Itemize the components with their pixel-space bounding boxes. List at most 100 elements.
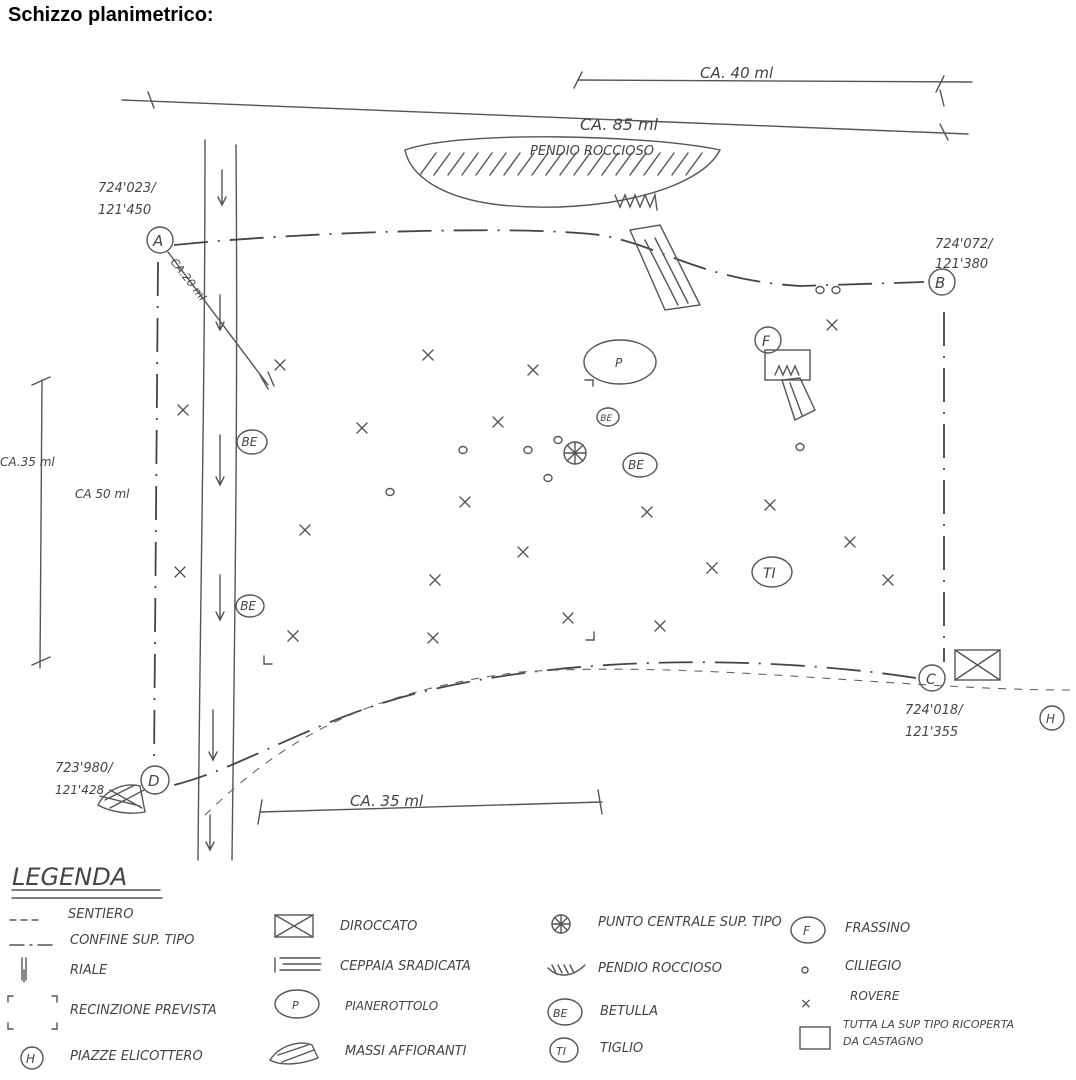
point-d: D 723'980/121'428 [55,761,170,797]
rovere-mark [459,496,471,508]
svg-text:723'980/: 723'980/ [55,761,114,776]
svg-text:CONFINE SUP. TIPO: CONFINE SUP. TIPO [70,933,194,948]
sentiero-path [199,668,1071,821]
svg-text:724'023/: 724'023/ [98,181,157,196]
hatch-line [489,152,507,176]
hatch-line [517,152,535,176]
riale-stream [197,139,238,861]
rovere-mark [844,536,856,548]
betulla-label: BE [600,414,612,424]
betulla-mark: BE [622,452,658,478]
svg-text:FRASSINO: FRASSINO [845,921,910,936]
svg-text:SENTIERO: SENTIERO [68,907,133,922]
hatch-line [615,152,633,176]
rovere-mark [427,632,439,644]
svg-text:D: D [148,772,160,790]
svg-text:F: F [803,924,811,938]
svg-text:PUNTO CENTRALE SUP. TIPO: PUNTO CENTRALE SUP. TIPO [598,915,782,930]
rovere-mark [654,620,666,632]
betulla-label: BE [240,599,256,613]
betulla-circle [622,452,658,478]
dimension-left: CA.35 ml CA 50 ml [0,376,130,669]
rovere-mark [492,416,504,428]
dimension-20: CA.20 ml [167,251,275,390]
rovere-mark [764,499,776,511]
svg-text:TI: TI [556,1045,566,1058]
svg-text:121'380: 121'380 [935,257,988,272]
svg-text:LEGENDA: LEGENDA [12,863,127,891]
rovere-mark [177,404,189,416]
betulla-mark: BE [235,594,265,618]
svg-text:×: × [800,996,812,1012]
svg-text:TI: TI [763,566,776,582]
svg-text:PENDIO ROCCIOSO: PENDIO ROCCIOSO [598,961,722,976]
svg-text:P: P [615,356,623,370]
svg-text:BETULLA: BETULLA [600,1004,658,1019]
rovere-mark [641,506,653,518]
hatch-line [545,152,563,176]
rovere-mark [517,546,529,558]
svg-text:CA. 35 ml: CA. 35 ml [350,792,424,810]
pendio-roccioso: PENDIO ROCCIOSO [404,136,722,208]
ciliegio-mark [543,473,553,483]
rovere-mark [562,612,574,624]
betulla-mark: BE [596,407,620,427]
betulla-label: BE [242,435,258,449]
svg-text:F: F [762,334,771,350]
svg-text:CA.20 ml: CA.20 ml [168,256,209,304]
legend: LEGENDA H SENTIERO CONFINE SUP. TIPO RIA… [7,863,1014,1070]
legend-castagno: TUTTA LA SUP TIPO RICOPERTA DA CASTAGNO [843,1018,1014,1048]
svg-text:CA.35 ml: CA.35 ml [0,455,55,469]
betulla-circle [596,407,620,427]
tiglio: TI [751,556,793,588]
diroccato [954,649,1001,681]
ciliegio-mark [385,487,395,497]
dimension-bottom: CA. 35 ml [257,789,603,825]
ciliegio-mark [458,445,468,455]
dimension-85: CA. 85 ml [121,89,969,141]
svg-text:MASSI AFFIORANTI: MASSI AFFIORANTI [345,1044,467,1059]
hatch-line [573,152,591,176]
helipad: H [1039,705,1065,731]
dimension-40: CA. 40 ml [573,64,973,93]
central-point [563,441,587,465]
rovere-mark [422,349,434,361]
svg-text:RIALE: RIALE [70,963,108,978]
rovere-mark [299,524,311,536]
point-a: A 724'023/121'450 [98,181,174,254]
rovere-mark [356,422,368,434]
hatch-line [657,152,675,176]
hatch-line [447,152,465,176]
point-b: B 724'072/121'380 [928,237,994,296]
rovere-mark [527,364,539,376]
svg-text:ROVERE: ROVERE [850,989,900,1003]
hatch-line [461,152,479,176]
svg-text:B: B [935,274,945,292]
ciliegio-mark [523,445,533,455]
rovere-mark [274,359,286,371]
betulla-mark: BE [236,429,268,455]
boundary-ab [173,229,925,287]
ciliegio-mark [795,442,805,452]
hatch-line [587,152,605,176]
svg-text:121'428: 121'428 [55,783,104,797]
boundary-cd [169,661,917,787]
ciliegio-mark [815,285,825,295]
hatch-line [671,152,689,176]
pianerottolo: P [583,339,657,385]
svg-text:PIAZZE ELICOTTERO: PIAZZE ELICOTTERO [70,1049,203,1064]
ceppaia-sradicata [614,192,702,311]
point-c: C 724'018/121'355 [905,664,964,740]
hatch-line [475,152,493,176]
svg-text:724'018/: 724'018/ [905,703,964,718]
hatch-line [531,152,549,176]
svg-text:CEPPAIA SRADICATA: CEPPAIA SRADICATA [340,959,471,974]
svg-text:CA 50 ml: CA 50 ml [75,487,130,501]
rovere-mark [287,630,299,642]
svg-text:C: C [926,672,936,688]
svg-text:121'450: 121'450 [98,203,151,218]
hatch-line [559,152,577,176]
svg-text:P: P [292,999,299,1012]
frassino: F [754,326,811,381]
